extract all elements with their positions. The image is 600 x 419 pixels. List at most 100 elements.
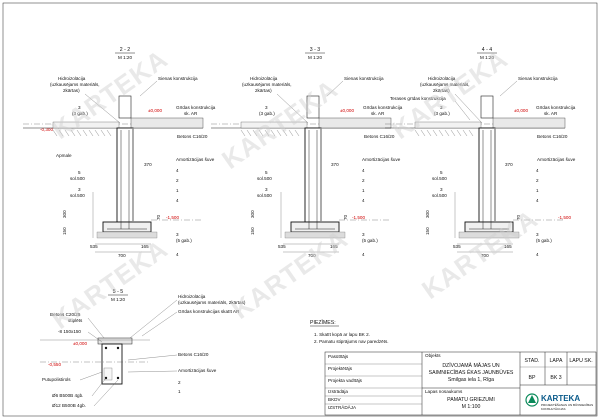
tb-val-lapa: BK 3: [550, 375, 561, 381]
tb-row-2: Projektētājs: [328, 366, 353, 371]
section-5-5: 5 - 5 M 1:20 Hidroizolācija (uzkausējams…: [42, 289, 246, 408]
s55-rebar-dot: [104, 346, 108, 350]
hydro-label-1: Hidroizolācija: [58, 76, 86, 81]
s55-concrete-top-1: Betons C20/25: [50, 312, 81, 317]
earth-hatch: [270, 129, 276, 137]
s55-rebar2: Ø12 B500B 4gb.: [52, 403, 86, 408]
level-top: ±0,000: [514, 108, 528, 113]
dim-535: 535: [453, 244, 461, 249]
rmark-2: 2: [536, 178, 539, 183]
dim-370: 370: [331, 162, 339, 167]
earth-hatch: [276, 129, 282, 137]
dim-700: 700: [118, 253, 126, 258]
concrete-label: Betons C16/20: [537, 134, 568, 139]
grid-label-2: sk. AR: [184, 111, 198, 116]
note-1: 1. Skatīt kopā ar lapu BK 2.: [314, 332, 370, 337]
earth-hatch: [52, 129, 58, 137]
amort-label: Amortizācijas šuve: [537, 157, 576, 162]
earth-hatch: [258, 129, 264, 137]
apmale-label: Apmale: [56, 153, 72, 158]
vdim-150: 150: [425, 227, 430, 235]
grid-label-2: sk. AR: [544, 111, 558, 116]
outer-slab: [52, 121, 120, 129]
mark-3a: 3: [440, 105, 443, 110]
rmark-1: 1: [362, 188, 365, 193]
rmark-4c: 4: [362, 252, 365, 257]
level-bottom: -1,500: [352, 215, 365, 220]
mark-3gab: (3 gab.): [434, 111, 450, 116]
notes-title: PIEZĪMES:: [310, 319, 336, 326]
tb-object-label: Objekts: [425, 353, 441, 358]
mark-sol500a: sol.500: [70, 176, 85, 181]
earth-hatch: [106, 129, 112, 137]
earth-hatch: [240, 129, 246, 137]
foundation-wall: [478, 127, 496, 223]
earth-hatch: [456, 129, 462, 137]
section-geometry: [23, 95, 566, 385]
rmark-4a: 4: [536, 168, 539, 173]
mark-sol500b: sol.500: [70, 193, 85, 198]
title-block: Pasūtītājs Projektētājs Projekta vadītāj…: [324, 351, 597, 416]
mark-3a: 3: [265, 105, 268, 110]
tb-company-sub-2: KONSULTĀCIJAS: [541, 407, 565, 411]
section-title: 4 - 4: [482, 47, 492, 53]
amort-label: Amortizācijas šuve: [176, 157, 215, 162]
concrete-label: Betons C16/20: [364, 134, 395, 139]
s55-level-low: -0,550: [48, 362, 61, 367]
rmark-5gab: (5 gab.): [362, 238, 378, 243]
wall-label: Sienas konstrukcija: [344, 76, 384, 81]
s55-steel: -8 150x150: [58, 329, 81, 334]
grid-label-1: Grīdas konstrukcija: [176, 105, 216, 110]
s55-concrete: Betons C16/20: [178, 352, 209, 357]
section-4-4: 4 - 4 M 1:20 Hidroizolācija (uzkausējams…: [390, 47, 576, 258]
s55-grid: Grīdas konstrukcijas skatīt AR: [178, 309, 240, 314]
level-bottom: -1,500: [166, 215, 179, 220]
earth-hatch: [100, 129, 106, 137]
tb-object-2: SAIMNIECĪBAS ĒKAS JAUNBŪVES: [429, 369, 514, 376]
earth-hatch: [58, 129, 64, 137]
concrete-label: Betons C16/20: [177, 134, 208, 139]
s55-hydro-1: Hidroizolācija: [178, 294, 206, 299]
s55-hydro-2: (uzkausējams materiāls, 2kārtas): [178, 300, 246, 305]
floor-slab: [130, 117, 204, 129]
hydro-label-1: Hidroizolācija: [250, 76, 278, 81]
hydro-label-2: (uzkausējams materiāls,: [50, 82, 100, 87]
earth-hatch: [76, 129, 82, 137]
s55-title: 5 - 5: [113, 289, 123, 295]
watermark-5: KARTEKA: [226, 223, 353, 324]
tb-head-lapusk: LAPU SK.: [569, 358, 592, 364]
gravel-base: [284, 231, 346, 239]
rmark-1: 1: [536, 188, 539, 193]
rmark-4b: 4: [536, 198, 539, 203]
earth-hatch: [468, 129, 474, 137]
s55-amort: Amortizācijas šuve: [178, 368, 217, 373]
wall-stem: [480, 95, 494, 119]
vdim-300: 300: [62, 210, 67, 218]
wall-label: Sienas konstrukcija: [518, 76, 558, 81]
section-2-2: 2 - 2 M 1:20 Hidroizolācija (uzkausējams…: [40, 47, 216, 258]
dim-370: 370: [144, 162, 152, 167]
mark-sol500b: sol.500: [432, 193, 447, 198]
section-scale: M 1:20: [308, 55, 322, 60]
s55-concrete-top-2: stiplēts: [68, 318, 83, 323]
mark-5: 5: [78, 170, 81, 175]
vdim-300: 300: [250, 210, 255, 218]
rmark-5gab: (5 gab.): [536, 238, 552, 243]
vdim-70: 70: [516, 214, 521, 220]
foundation-wall: [304, 127, 322, 223]
earth-hatch: [432, 129, 438, 137]
outer-slab: [414, 121, 482, 129]
dim-370: 370: [505, 162, 513, 167]
tb-sheet-scale: M 1:100: [462, 404, 481, 410]
level-top: ±0,000: [148, 108, 162, 113]
dim-165: 165: [330, 244, 338, 249]
vdim-70: 70: [156, 214, 161, 220]
mark-sol500a: sol.500: [432, 176, 447, 181]
earth-hatch: [462, 129, 468, 137]
section-scale: M 1:20: [118, 55, 132, 60]
hydro-label-2: (uzkausējams materiāls,: [420, 82, 470, 87]
dim-700: 700: [481, 253, 489, 258]
hydro-label-2: (uzkausējams materiāls,: [242, 82, 292, 87]
rmark-3: 3: [362, 232, 365, 237]
